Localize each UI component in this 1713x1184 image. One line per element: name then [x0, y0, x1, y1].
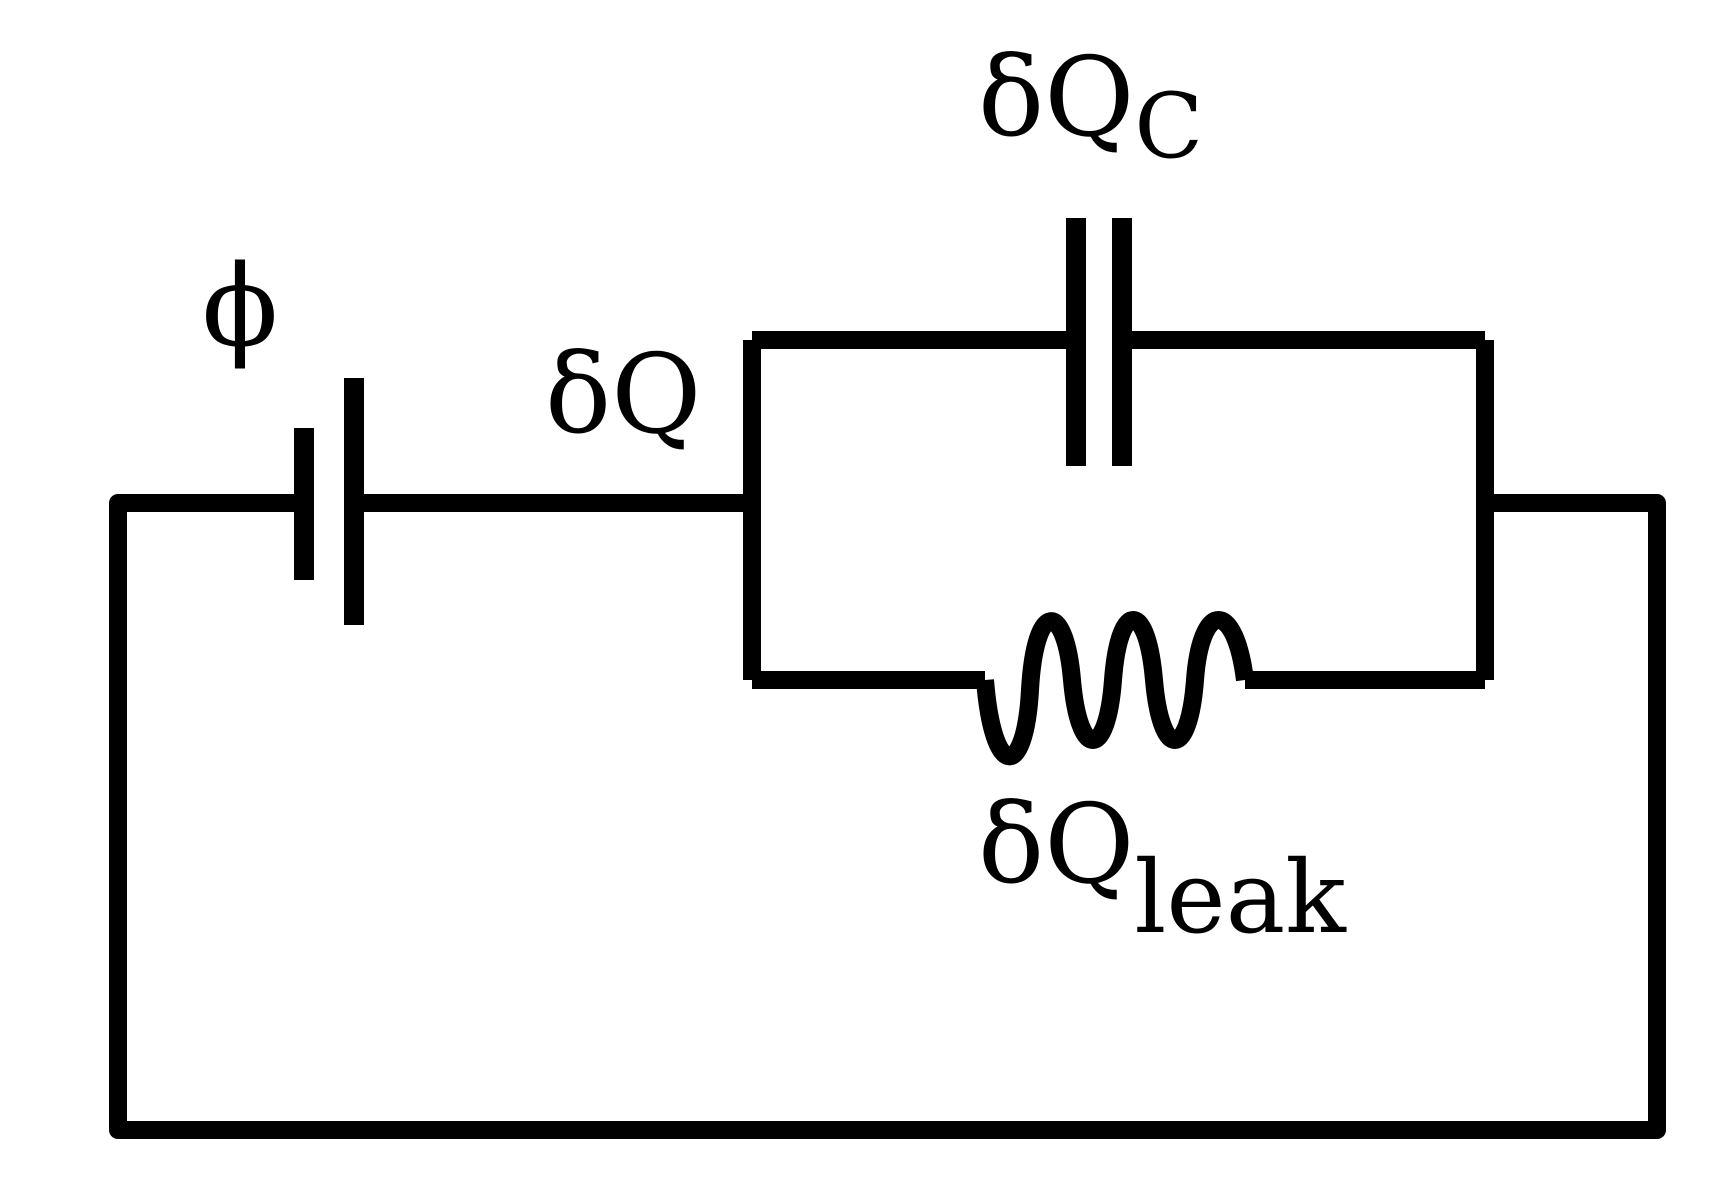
battery-potential-label: ϕ: [202, 242, 278, 372]
leak-charge-label-base: δQ: [978, 780, 1134, 908]
battery: [294, 378, 364, 625]
resistor: [976, 611, 1254, 766]
leak-charge-label: δQleak: [978, 780, 1347, 956]
total-charge-label: δQ: [545, 330, 701, 458]
outer-loop-wire: [109, 494, 1666, 1139]
capacitor-charge-label: δQC: [978, 33, 1203, 179]
capacitor-charge-label-base: δQ: [978, 33, 1134, 161]
leak-charge-label-sub: leak: [1134, 839, 1347, 956]
capacitor-charge-label-sub: C: [1134, 74, 1203, 179]
capacitor: [1066, 218, 1132, 466]
